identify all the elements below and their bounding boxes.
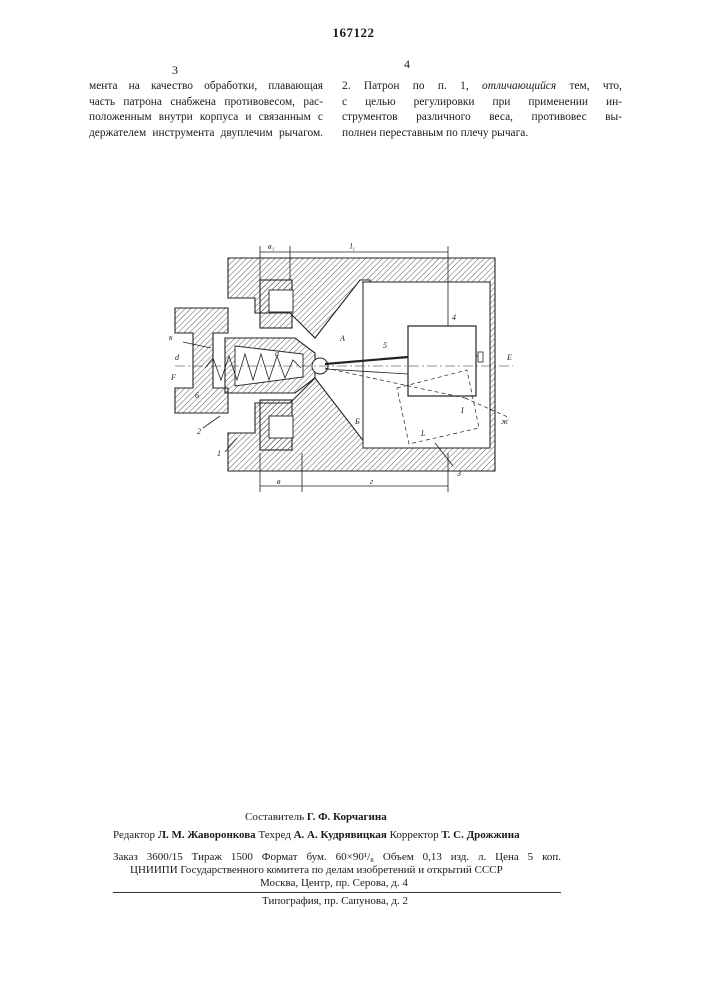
- counterweight: [408, 326, 476, 396]
- text-line: мента на качество обработки, плавающая: [89, 79, 323, 95]
- column-number-left: 3: [172, 63, 178, 78]
- leader-line: [203, 416, 220, 428]
- compiler-name: Г. Ф. Корчагина: [307, 811, 387, 823]
- column-number-right: 4: [404, 57, 410, 72]
- compiler-label: Составитель: [245, 811, 304, 823]
- technical-drawing: в₁ l₁ в г А Б Е F 1 2 3 4 5 6 d к а ж L …: [165, 238, 525, 498]
- editor-label: Редактор: [113, 829, 155, 841]
- label-zh: ж: [501, 417, 509, 426]
- compiler-line: Составитель Г. Ф. Корчагина: [245, 811, 387, 825]
- printing-line: Типография, пр. Сапунова, д. 2: [262, 895, 408, 909]
- techred-name: А. А. Кудрявицкая: [294, 829, 387, 841]
- label-2: 2: [197, 427, 201, 436]
- label-d: d: [175, 353, 180, 362]
- editors-line: Редактор Л. М. Жаворонкова Техред А. А. …: [113, 829, 520, 843]
- label-L: L: [420, 429, 426, 438]
- claim-italic-word: отличающийся: [482, 80, 556, 92]
- text-line: полнен переставным по плечу рычага.: [342, 126, 622, 142]
- right-text-column: 2. Патрон по п. 1, отличающийся тем, что…: [342, 79, 622, 141]
- order-line: Заказ 3600/15 Тираж 1500 Формат бум. 60×…: [113, 851, 561, 865]
- adapter-flange: [175, 308, 228, 413]
- label-3: 3: [456, 469, 461, 478]
- upper-nut-bore: [269, 290, 293, 312]
- label-b: в: [277, 477, 281, 486]
- claim-first-line: 2. Патрон по п. 1, отличающийся тем, что…: [342, 79, 622, 95]
- text-line: с целью регулировки при применении ин-: [342, 95, 622, 111]
- lower-nut-bore: [269, 416, 293, 438]
- corrector-name: Т. С. Дрожжина: [441, 829, 519, 841]
- claim-prefix: 2. Патрон по п. 1,: [342, 80, 469, 92]
- text-line: часть патрона снабжена противовесом, рас…: [89, 95, 323, 111]
- techred-label: Техред: [258, 829, 290, 841]
- label-B: Б: [354, 417, 360, 426]
- patent-number: 167122: [0, 25, 707, 41]
- counterweight-stop: [478, 352, 483, 362]
- label-5: 5: [383, 341, 387, 350]
- left-text-column: мента на качество обработки, плавающая ч…: [89, 79, 323, 141]
- text-line: положенным внутри корпуса и связанным с: [89, 110, 323, 126]
- corrector-label: Корректор: [390, 829, 439, 841]
- label-a: а: [275, 349, 279, 358]
- label-A: А: [339, 334, 345, 343]
- label-I: I: [460, 406, 464, 415]
- label-E: Е: [506, 353, 512, 362]
- label-b1: в₁: [268, 242, 274, 251]
- label-g: г: [370, 477, 373, 486]
- label-F: F: [170, 373, 176, 382]
- label-k: к: [169, 333, 173, 342]
- organization-line: ЦНИИПИ Государственного комитета по дела…: [130, 864, 503, 878]
- text-line: держателем инструмента двуплечим рычагом…: [89, 126, 323, 142]
- text-line: струментов различного веса, противовес в…: [342, 110, 622, 126]
- address-line: Москва, Центр, пр. Серова, д. 4: [260, 877, 408, 891]
- label-4: 4: [452, 313, 456, 322]
- label-1: 1: [217, 449, 221, 458]
- claim-suffix: тем, что,: [569, 80, 622, 92]
- colophon-divider: [113, 892, 561, 893]
- label-l1: l₁: [350, 242, 355, 251]
- label-6: 6: [195, 391, 199, 400]
- editor-name: Л. М. Жаворонкова: [158, 829, 256, 841]
